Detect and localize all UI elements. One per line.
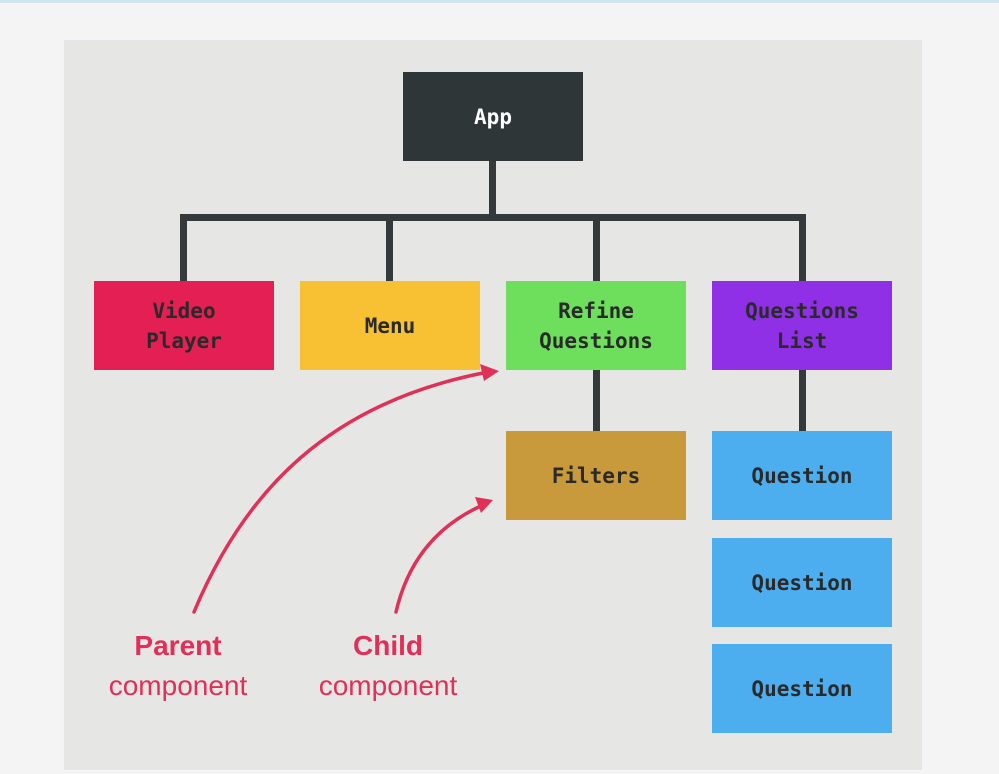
connector-menu — [386, 214, 393, 281]
child-component-caption: Child component — [298, 626, 478, 706]
parent-component-caption: Parent component — [88, 626, 268, 706]
window-top-border — [0, 0, 999, 3]
child-arrowhead — [475, 497, 493, 513]
node-menu: Menu — [300, 281, 480, 370]
parent-caption-title: Parent — [134, 630, 222, 661]
connector-questions-list — [799, 214, 806, 281]
parent-arrow-curve — [192, 370, 490, 614]
node-video-player-label: Video Player — [146, 298, 222, 353]
child-caption-subtitle: component — [318, 670, 458, 701]
node-questions-list-label: Questions List — [745, 298, 859, 353]
node-app: App — [403, 72, 583, 161]
node-menu-label: Menu — [364, 313, 416, 338]
node-refine-questions-label: Refine Questions — [539, 298, 653, 353]
connector-list-to-question — [799, 369, 806, 431]
node-video-player: Video Player — [94, 281, 274, 370]
connector-video-player — [180, 214, 187, 281]
node-question-1-label: Question — [751, 463, 853, 488]
connector-app-down — [489, 160, 496, 218]
parent-arrowhead — [480, 364, 499, 381]
node-question-1: Question — [712, 431, 892, 520]
node-question-3-label: Question — [751, 676, 853, 701]
node-app-label: App — [474, 104, 512, 129]
node-filters-label: Filters — [551, 463, 641, 488]
parent-caption-subtitle: component — [108, 670, 248, 701]
connector-refine-questions — [593, 214, 600, 281]
node-refine-questions: Refine Questions — [506, 281, 686, 370]
child-caption-title: Child — [353, 630, 423, 661]
node-questions-list: Questions List — [712, 281, 892, 370]
child-arrow-curve — [394, 503, 485, 614]
node-question-2: Question — [712, 538, 892, 627]
node-filters: Filters — [506, 431, 686, 520]
node-question-2-label: Question — [751, 570, 853, 595]
connector-horizontal-bar — [180, 214, 806, 221]
node-question-3: Question — [712, 644, 892, 733]
connector-refine-to-filters — [593, 369, 600, 431]
